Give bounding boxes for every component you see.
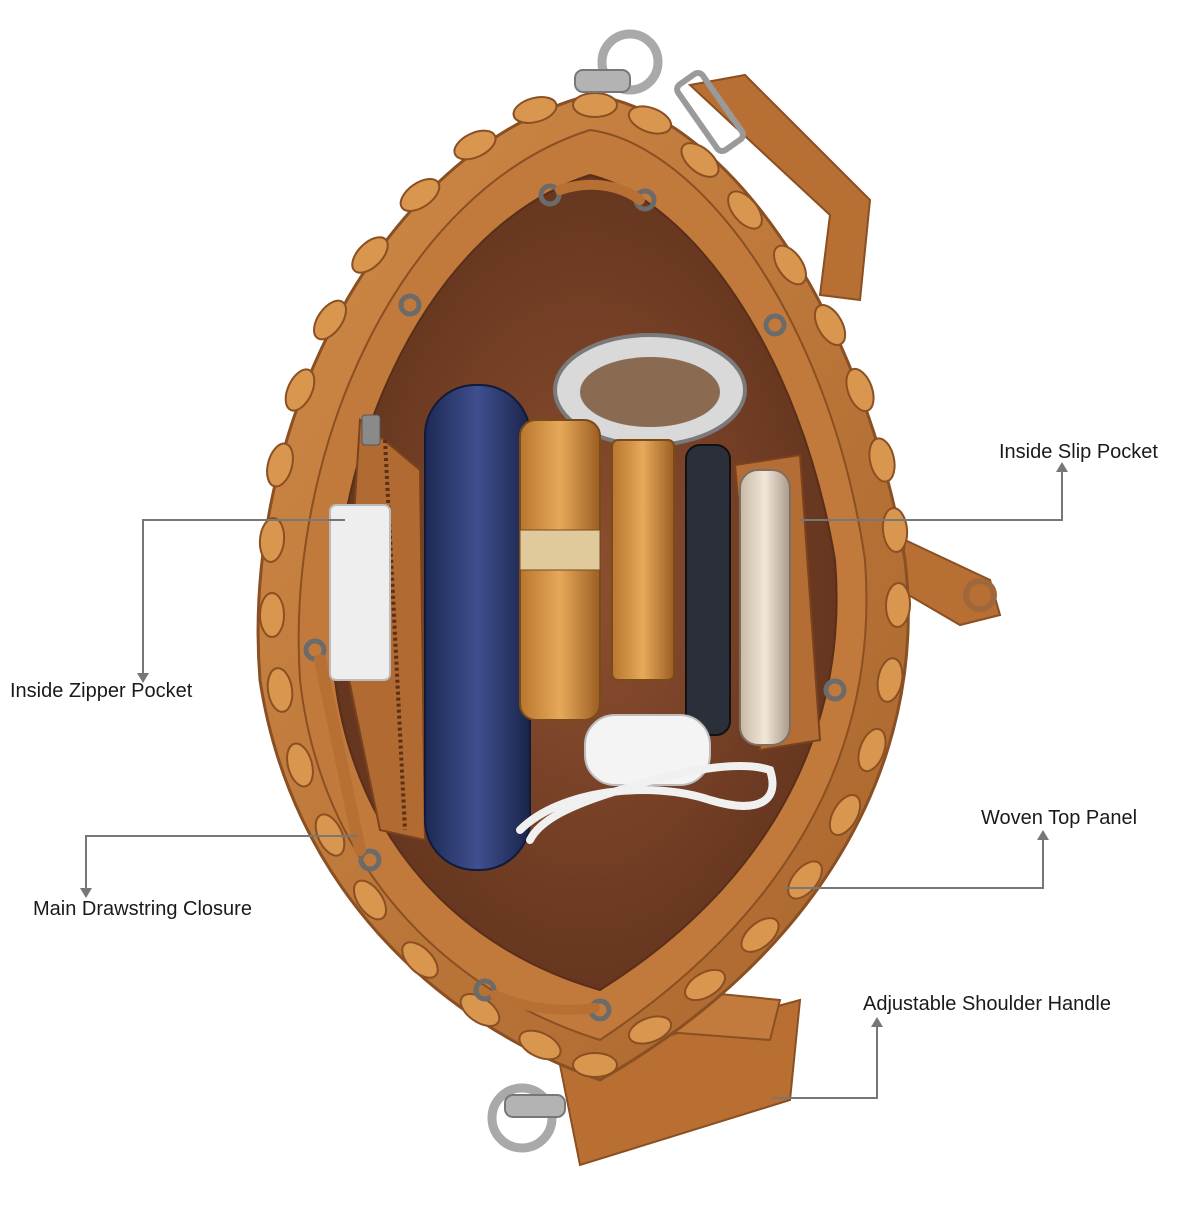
leader-inside-slip-pocket (800, 470, 1063, 521)
mascara (685, 444, 731, 736)
drawstring-cord-top (555, 179, 645, 205)
callout-woven-top-panel: Woven Top Panel (981, 807, 1138, 829)
white-charger (329, 504, 391, 681)
leader-woven-top-panel (785, 838, 1044, 889)
woven-braid (258, 92, 912, 1078)
leader-adjustable-shoulder-handle (772, 1025, 878, 1099)
callout-lines (85, 470, 1063, 1099)
drawstring-cord-left (314, 654, 366, 856)
leader-main-drawstring-closure (85, 835, 358, 890)
callout-main-drawstring-closure: Main Drawstring Closure (33, 898, 252, 920)
strap-buckle (674, 69, 746, 155)
shoulder-strap-upper (687, 73, 872, 302)
charging-cable (516, 762, 777, 844)
callout-inside-slip-pocket: Inside Slip Pocket (999, 441, 1158, 463)
callout-inside-zipper-pocket: Inside Zipper Pocket (10, 680, 193, 702)
zipper-pull (361, 414, 381, 446)
callout-adjustable-shoulder-handle: Adjustable Shoulder Handle (863, 993, 1111, 1015)
blue-case (424, 384, 531, 871)
side-rivet (963, 578, 997, 612)
zipper-teeth (383, 439, 407, 831)
drawstring-cord-bottom (490, 990, 600, 1015)
lipstick (611, 439, 675, 681)
arrowhead-icon (80, 462, 1068, 1027)
top-clasp-ring (597, 29, 663, 95)
leader-inside-zipper-pocket (142, 519, 345, 675)
power-bank (739, 469, 791, 746)
